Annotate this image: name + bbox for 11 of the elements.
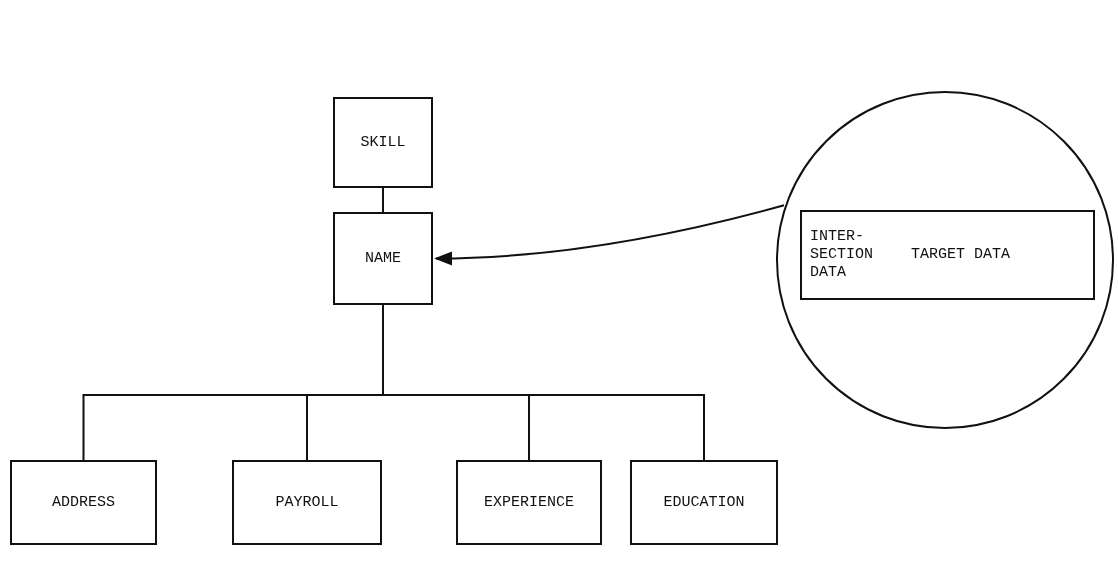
- record-field: INTER- SECTION DATA: [800, 210, 905, 300]
- callout-circle: [775, 90, 1115, 430]
- record-box: SKILL: [333, 97, 433, 188]
- record-box: PAYROLL: [232, 460, 382, 545]
- record-box: NAME: [333, 212, 433, 305]
- arrow: [434, 204, 786, 266]
- record-box: EXPERIENCE: [456, 460, 602, 545]
- record-field: TARGET DATA: [903, 210, 1095, 300]
- record-box: ADDRESS: [10, 460, 157, 545]
- connector-line: [382, 187, 384, 213]
- record-box: EDUCATION: [630, 460, 778, 545]
